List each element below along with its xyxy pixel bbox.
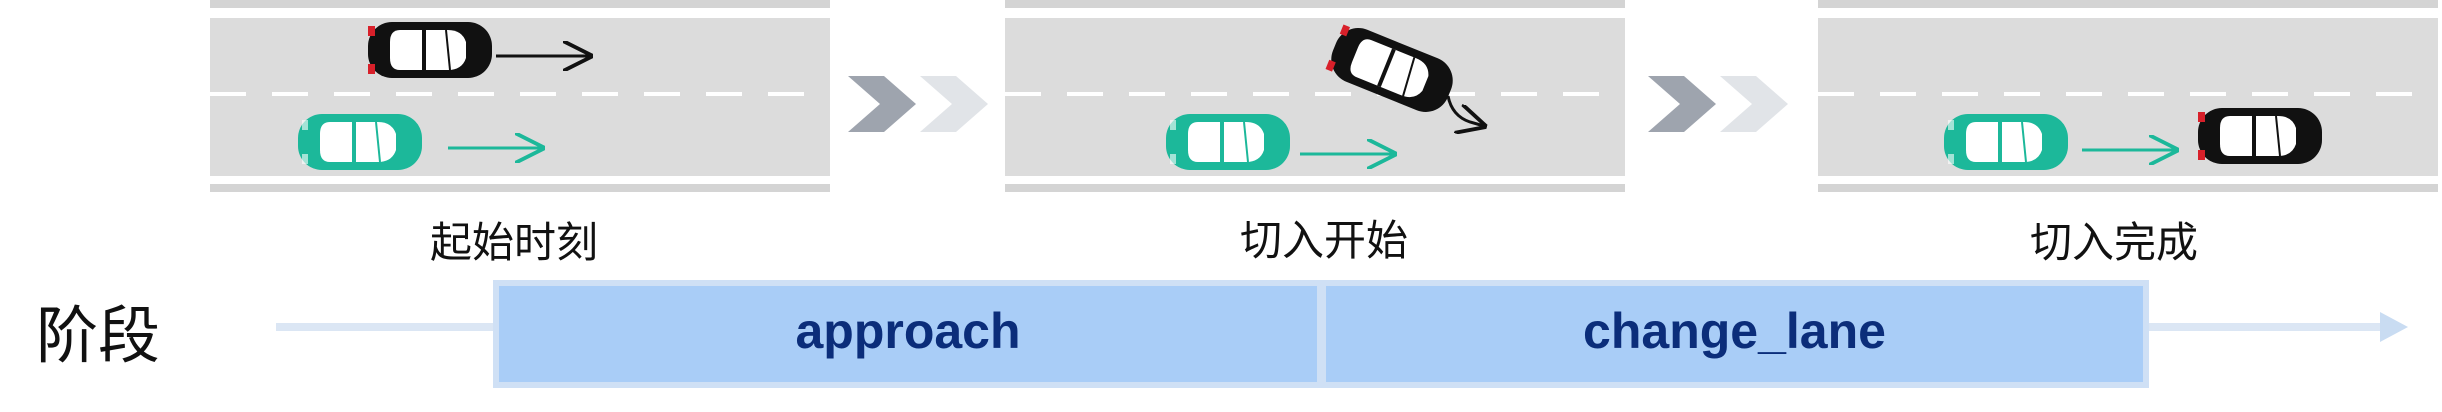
stage-caption-cut-in-complete: 切入完成 <box>2030 218 2199 267</box>
ego-car-icon <box>1164 112 1292 172</box>
timeline-arrow-icon <box>2380 312 2408 342</box>
motion-arrow-icon <box>1446 95 1484 126</box>
stage-caption-start: 起始时刻 <box>430 218 599 267</box>
stage-caption-cut-in-start: 切入开始 <box>1240 216 1409 265</box>
chevron-right-icon <box>848 76 988 132</box>
phase-bar-approach <box>493 280 1323 388</box>
chevron-right-icon <box>1648 76 1788 132</box>
ego-car-icon <box>1942 112 2070 172</box>
cut-in-car-icon <box>2196 106 2324 166</box>
row-label: 阶段 <box>36 299 161 372</box>
road-panel-3 <box>1818 0 2438 192</box>
ego-car-icon <box>296 112 424 172</box>
phase-label-approach: approach <box>795 303 1021 359</box>
phase-label-change-lane: change_lane <box>1583 303 1886 359</box>
road-panel-2 <box>1005 0 1625 192</box>
cut-in-car-icon <box>366 20 494 80</box>
phase-bar-change-lane <box>1320 280 2149 388</box>
